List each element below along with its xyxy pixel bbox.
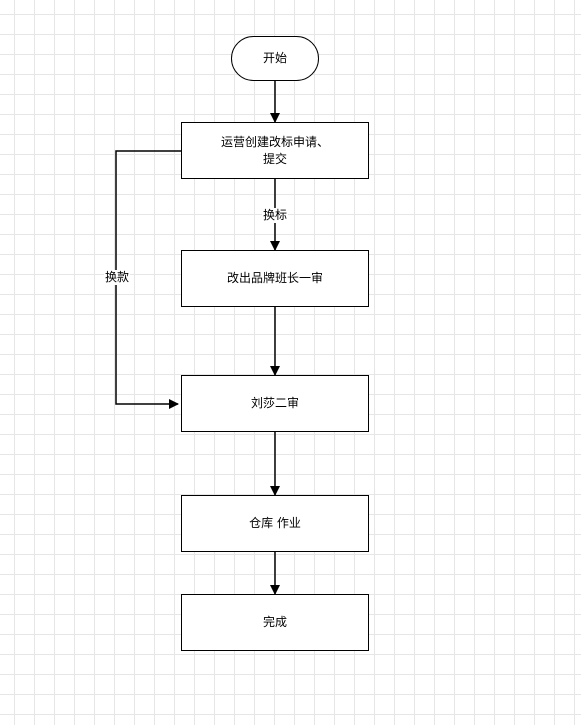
node-start[interactable]: 开始 — [231, 36, 319, 81]
node-done-label: 完成 — [262, 615, 287, 629]
node-warehouse-operation-label: 仓库 作业 — [249, 516, 301, 530]
node-first-review-label: 改出品牌班长一审 — [226, 271, 323, 285]
node-start-label: 开始 — [262, 51, 287, 65]
edge-label-swap: 换标 — [262, 208, 289, 223]
node-second-review-label: 刘莎二审 — [250, 396, 299, 410]
node-warehouse-operation[interactable]: 仓库 作业 — [181, 495, 369, 552]
edge-label-change: 换款 — [104, 270, 131, 285]
node-second-review[interactable]: 刘莎二审 — [181, 375, 369, 432]
node-first-review[interactable]: 改出品牌班长一审 — [181, 250, 369, 307]
node-create-request-label: 运营创建改标申请、 提交 — [220, 134, 329, 166]
node-create-request[interactable]: 运营创建改标申请、 提交 — [181, 122, 369, 179]
node-done[interactable]: 完成 — [181, 594, 369, 651]
